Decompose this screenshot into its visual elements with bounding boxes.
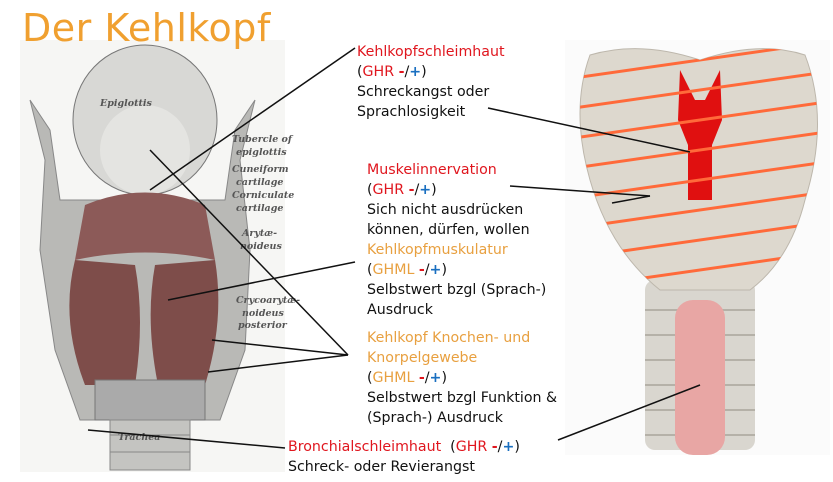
annotation-text: Selbstwert bzgl Funktion & xyxy=(367,390,558,406)
label-corniculate: Corniculate xyxy=(232,190,294,201)
annotation-text: Ausdruck xyxy=(367,302,433,318)
label-arytaenoideus: Arytæ- xyxy=(241,228,277,239)
minus-sign: - xyxy=(491,439,498,455)
label-crycoarytaenoideus-3: posterior xyxy=(238,320,288,331)
annotation-text: Selbstwert bzgl (Sprach-) xyxy=(367,282,547,298)
label-tubercle: Tubercle of xyxy=(232,134,294,145)
slide-title: Der Kehlkopf xyxy=(22,6,271,50)
annotation-heading: Bronchialschleimhaut xyxy=(288,439,442,455)
annotation-heading: Kehlkopfmuskulatur xyxy=(367,242,508,258)
code: GHML xyxy=(372,370,415,386)
label-cuneiform-2: cartilage xyxy=(236,177,283,188)
minus-sign: - xyxy=(418,370,425,386)
annotation-code-line: (GHML -/+) xyxy=(367,370,447,386)
label-epiglottis: Epiglottis xyxy=(99,98,152,109)
annotation-knochen-knorpelgewebe: Kehlkopf Knochen- und Knorpelgewebe (GHM… xyxy=(367,328,557,428)
plus-sign: + xyxy=(429,262,442,278)
label-cuneiform: Cuneiform xyxy=(232,164,289,175)
annotation-heading-line: Bronchialschleimhaut (GHR -/+) xyxy=(288,439,520,455)
annotation-text: Sprachlosigkeit xyxy=(357,104,466,120)
annotation-heading: Muskelinnervation xyxy=(367,162,497,178)
label-tubercle-2: epiglottis xyxy=(236,147,287,158)
separator: / xyxy=(497,439,503,455)
minus-sign: - xyxy=(418,262,425,278)
annotation-text: Schreckangst oder xyxy=(357,84,490,100)
code: GHML xyxy=(372,262,415,278)
label-crycoarytaenoideus: Crycoarytæ- xyxy=(236,295,300,306)
label-corniculate-2: cartilage xyxy=(236,203,283,214)
annotation-code-line: (GHR -/+) xyxy=(367,182,437,198)
annotation-code-line: (GHR -/+) xyxy=(357,64,427,80)
annotation-heading: Knorpelgewebe xyxy=(367,350,478,366)
separator: / xyxy=(424,262,430,278)
label-trachea: Trachea xyxy=(118,432,160,443)
annotation-text: können, dürfen, wollen xyxy=(367,222,530,238)
annotation-text: Sich nicht ausdrücken xyxy=(367,202,524,218)
code: GHR xyxy=(362,64,395,80)
larynx-posterior-drawing: Epiglottis Tubercle of epiglottis Cuneif… xyxy=(20,40,300,472)
plus-sign: + xyxy=(419,182,432,198)
larynx-anterior-drawing xyxy=(565,40,830,455)
label-crycoarytaenoideus-2: noideus xyxy=(242,308,284,319)
annotation-text: (Sprach-) Ausdruck xyxy=(367,410,503,426)
pointer-lines xyxy=(87,47,701,449)
separator: / xyxy=(404,64,410,80)
plus-sign: + xyxy=(502,439,515,455)
code: GHR xyxy=(372,182,405,198)
annotation-bronchialschleimhaut: Bronchialschleimhaut (GHR -/+) Schreck- … xyxy=(288,437,520,477)
annotation-kehlkopfmuskulatur: Kehlkopfmuskulatur (GHML -/+) Selbstwert… xyxy=(367,240,546,320)
annotation-heading: Kehlkopf Knochen- und xyxy=(367,330,531,346)
plus-sign: + xyxy=(409,64,422,80)
code: GHR xyxy=(455,439,488,455)
separator: / xyxy=(414,182,420,198)
annotation-muskelinnervation: Muskelinnervation (GHR -/+) Sich nicht a… xyxy=(367,160,530,240)
annotation-code-line: (GHML -/+) xyxy=(367,262,447,278)
annotation-kehlkopfschleimhaut: Kehlkopfschleimhaut (GHR -/+) Schreckang… xyxy=(357,42,505,122)
annotation-heading: Kehlkopfschleimhaut xyxy=(357,44,505,60)
minus-sign: - xyxy=(398,64,405,80)
annotation-text: Schreck- oder Revierangst xyxy=(288,459,475,475)
separator: / xyxy=(424,370,430,386)
plus-sign: + xyxy=(429,370,442,386)
minus-sign: - xyxy=(408,182,415,198)
label-arytaenoideus-2: noideus xyxy=(240,241,282,252)
